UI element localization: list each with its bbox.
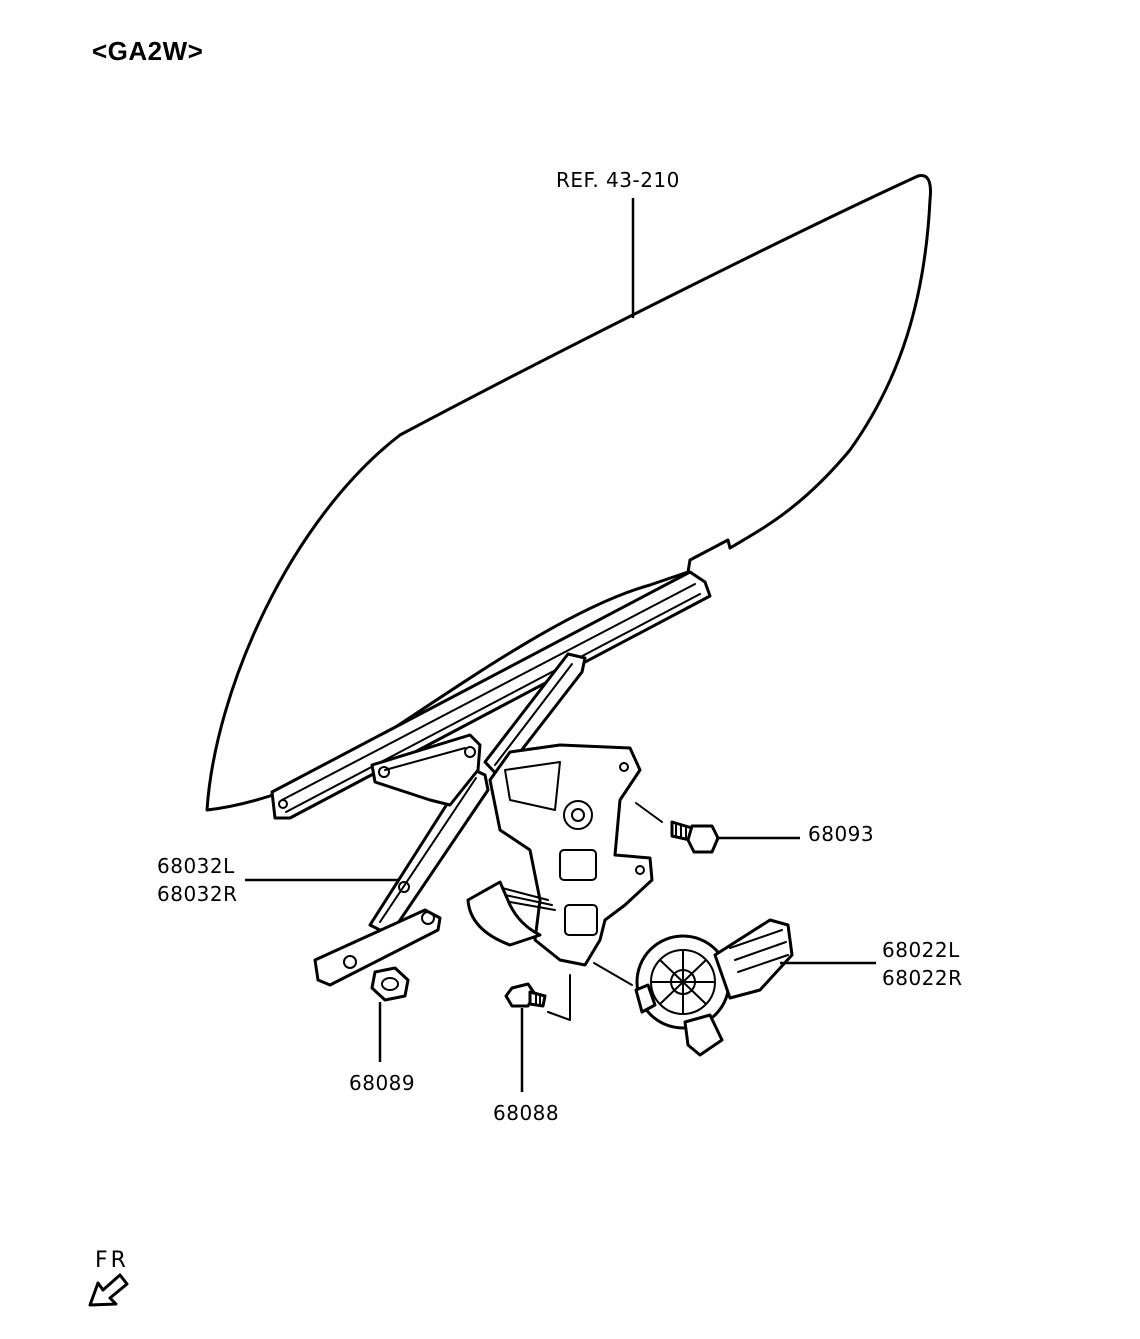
screw-68088 (504, 982, 547, 1008)
bolt-68093 (670, 820, 720, 854)
callout-bolt: 68093 (808, 822, 875, 846)
callout-motor: 68022L 68022R (882, 936, 963, 992)
callout-screw: 68088 (493, 1101, 560, 1125)
callout-nut: 68089 (349, 1071, 416, 1095)
slider-bracket (370, 733, 482, 807)
direction-label: FR (95, 1248, 129, 1273)
callout-regulator: 68032L 68032R (157, 852, 238, 908)
callout-regulator-right: 68032R (157, 882, 238, 906)
callout-regulator-left: 68032L (157, 854, 235, 878)
door-glass (205, 174, 932, 812)
nut-68089 (370, 966, 410, 1002)
page-title: <GA2W> (92, 36, 204, 66)
front-arrow-icon (88, 1273, 129, 1307)
callout-motor-right: 68022R (882, 966, 963, 990)
callout-glass-ref: REF. 43-210 (556, 168, 680, 192)
callout-motor-left: 68022L (882, 938, 960, 962)
motor-assembly (634, 918, 794, 1057)
regulator-base-plate (488, 743, 654, 967)
sector-gear (466, 880, 542, 947)
